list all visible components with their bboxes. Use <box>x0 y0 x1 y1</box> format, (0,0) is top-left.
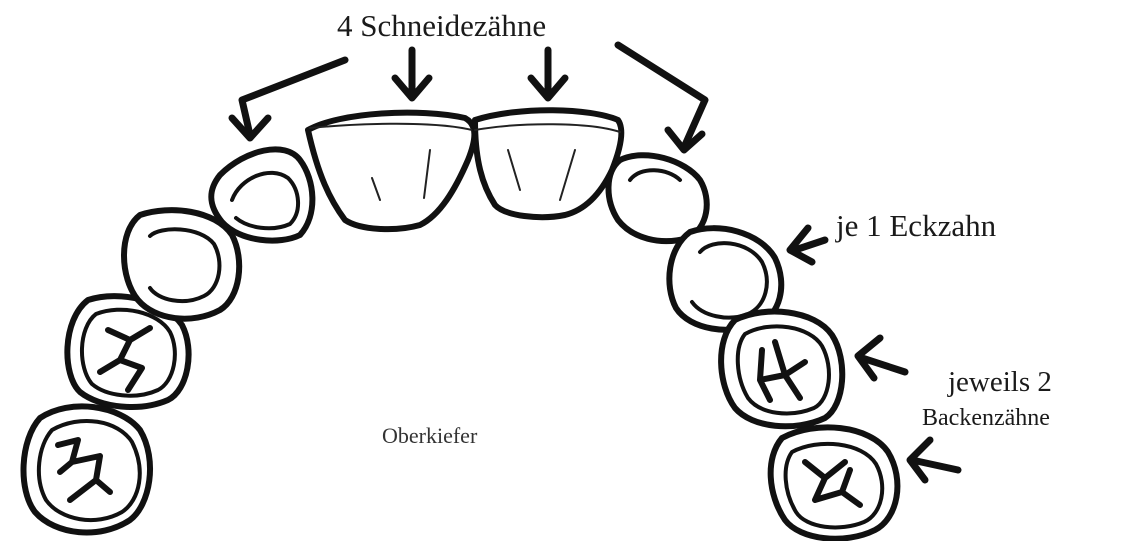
left-canine <box>208 146 316 244</box>
molar-arrow-1 <box>854 334 909 382</box>
right-molar-2 <box>767 424 901 541</box>
incisors-label: 4 Schneidezähne <box>337 8 547 43</box>
left-molar-2 <box>20 403 153 536</box>
right-central-incisor <box>472 107 625 221</box>
incisor-arrow-inner-left <box>391 46 433 102</box>
left-premolar <box>121 207 243 322</box>
incisor-arrow-inner-right <box>527 46 569 102</box>
incisor-arrow-left-outer <box>228 56 349 142</box>
right-molar-1 <box>718 308 846 430</box>
left-molar-1 <box>64 293 192 410</box>
left-central-incisor <box>305 109 478 233</box>
molars-label-line1: jeweils 2 <box>948 366 1052 398</box>
molar-arrow-2 <box>906 436 962 484</box>
canine-arrow <box>786 224 829 266</box>
canine-label: je 1 Eckzahn <box>836 208 997 243</box>
jaw-label: Oberkiefer <box>382 423 478 448</box>
incisor-arrow-right-outer <box>614 41 709 154</box>
molars-label-line2: Backenzähne <box>922 405 1050 431</box>
